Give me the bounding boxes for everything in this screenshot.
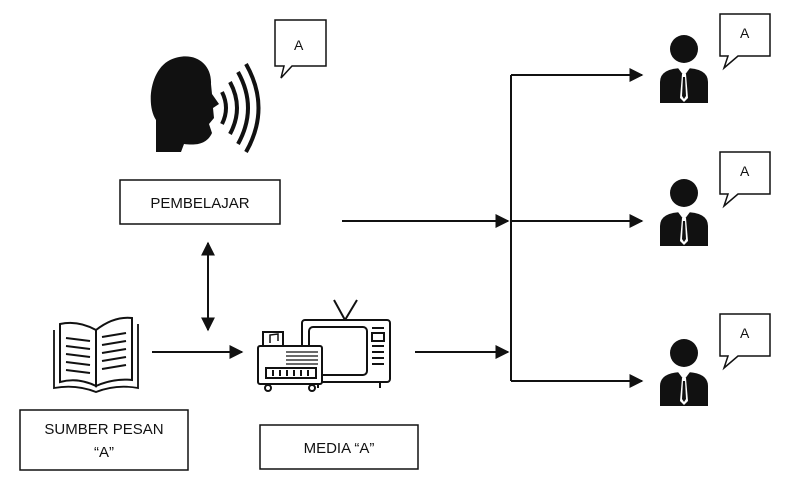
open-book-icon xyxy=(53,316,139,393)
receiver-3: A xyxy=(660,313,771,406)
receiver-3-bubble-text: A xyxy=(740,325,750,341)
receiver-2: A xyxy=(660,151,771,246)
speaker-speech-bubble: A xyxy=(274,19,327,79)
receiver-1-bubble-text: A xyxy=(740,25,750,41)
source-box: SUMBER PESAN “A” xyxy=(19,409,189,471)
businessman-icon xyxy=(660,339,708,406)
source-label-line2: “A” xyxy=(94,444,114,461)
receiver-2-bubble-text: A xyxy=(740,163,750,179)
source-label-line1: SUMBER PESAN xyxy=(44,421,163,438)
learner-box: PEMBELAJAR xyxy=(119,179,281,225)
media-box: MEDIA “A” xyxy=(259,424,419,470)
businessman-icon xyxy=(660,35,708,103)
media-label: MEDIA “A” xyxy=(304,440,375,457)
businessman-icon xyxy=(660,179,708,246)
receiver-1-speech-bubble: A xyxy=(719,13,771,71)
receiver-2-speech-bubble: A xyxy=(719,151,771,209)
radio-tv-icon xyxy=(257,299,391,392)
speaking-head-icon xyxy=(150,56,261,153)
speaker-bubble-text: A xyxy=(294,37,304,53)
receiver-3-speech-bubble: A xyxy=(719,313,771,371)
receiver-1: A xyxy=(660,13,771,103)
learner-label: PEMBELAJAR xyxy=(150,195,249,212)
